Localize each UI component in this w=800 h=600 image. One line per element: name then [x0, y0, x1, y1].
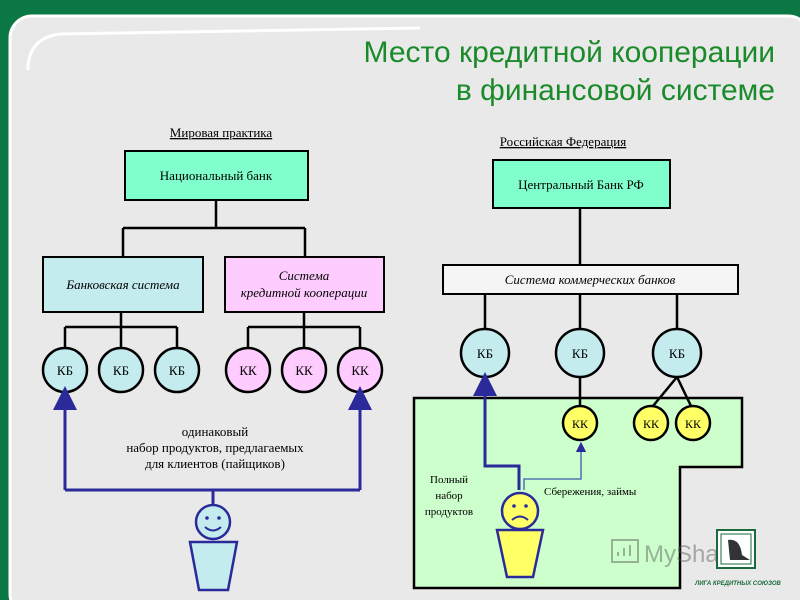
- coop-label: КК: [295, 363, 313, 378]
- bank-circle: [153, 346, 201, 394]
- note-line-3: для клиентов (пайщиков): [145, 456, 285, 471]
- league-logo: ЛИГА КРЕДИТНЫХ СОЮЗОВ: [694, 529, 782, 587]
- coop-circle: [561, 404, 599, 442]
- bank-circle: [651, 327, 703, 379]
- coop-label: КК: [572, 417, 589, 431]
- russia-bank-circles: КБ КБ КБ КК КК КК: [459, 327, 712, 442]
- world-connectors: [63, 200, 362, 348]
- credit-coop-system-box: [224, 256, 385, 313]
- coop-label: КК: [685, 417, 702, 431]
- coop-label: КК: [643, 417, 660, 431]
- bank-label: КБ: [572, 346, 588, 361]
- national-bank-box: [124, 150, 309, 201]
- full-set-arrow: [473, 372, 521, 490]
- bank-label: КБ: [113, 363, 129, 378]
- savings-arrow: [523, 441, 587, 490]
- bank-label: КБ: [169, 363, 185, 378]
- credit-coop-system-label-1: Система: [279, 268, 330, 283]
- commercial-banks-box: [442, 264, 739, 295]
- credit-coop-system-label-2: кредитной кооперации: [241, 285, 368, 300]
- full-set-line-1: Полный: [430, 474, 468, 486]
- title-line-1: Место кредитной кооперации: [364, 36, 775, 69]
- world-heading: Мировая практика: [170, 125, 273, 140]
- commercial-banks-label: Система коммерческих банков: [505, 272, 676, 287]
- central-bank-label: Центральный Банк РФ: [518, 177, 644, 192]
- bank-circle: [554, 327, 606, 379]
- national-bank-label: Национальный банк: [160, 168, 273, 183]
- central-bank-box: [492, 159, 671, 209]
- bank-label: КБ: [477, 346, 493, 361]
- full-set-line-3: продуктов: [425, 506, 473, 518]
- russia-heading: Российская Федерация: [500, 134, 627, 149]
- coop-circle: [224, 346, 272, 394]
- note-line-1: одинаковый: [182, 424, 248, 439]
- bank-label: КБ: [669, 346, 685, 361]
- banking-system-box: [42, 256, 204, 313]
- coop-label: КК: [351, 363, 369, 378]
- coop-circle: [632, 404, 670, 442]
- note-line-2: набор продуктов, предлагаемых: [126, 440, 304, 455]
- russia-connectors: [483, 208, 693, 407]
- coop-zone: [412, 396, 744, 590]
- title-line-2: в финансовой системе: [456, 74, 775, 107]
- logo-caption: ЛИГА КРЕДИТНЫХ СОЮЗОВ: [694, 581, 781, 587]
- sad-client-icon: [495, 491, 545, 579]
- coop-label: КК: [239, 363, 257, 378]
- bank-label: КБ: [57, 363, 73, 378]
- coop-circle: [674, 404, 712, 442]
- coop-circle: [280, 346, 328, 394]
- banking-system-label: Банковская система: [65, 277, 180, 292]
- full-set-line-2: набор: [435, 490, 463, 502]
- bank-circle: [97, 346, 145, 394]
- savings-label: Сбережения, займы: [544, 486, 637, 498]
- happy-client-icon: [188, 503, 239, 592]
- world-arrows: [53, 386, 372, 505]
